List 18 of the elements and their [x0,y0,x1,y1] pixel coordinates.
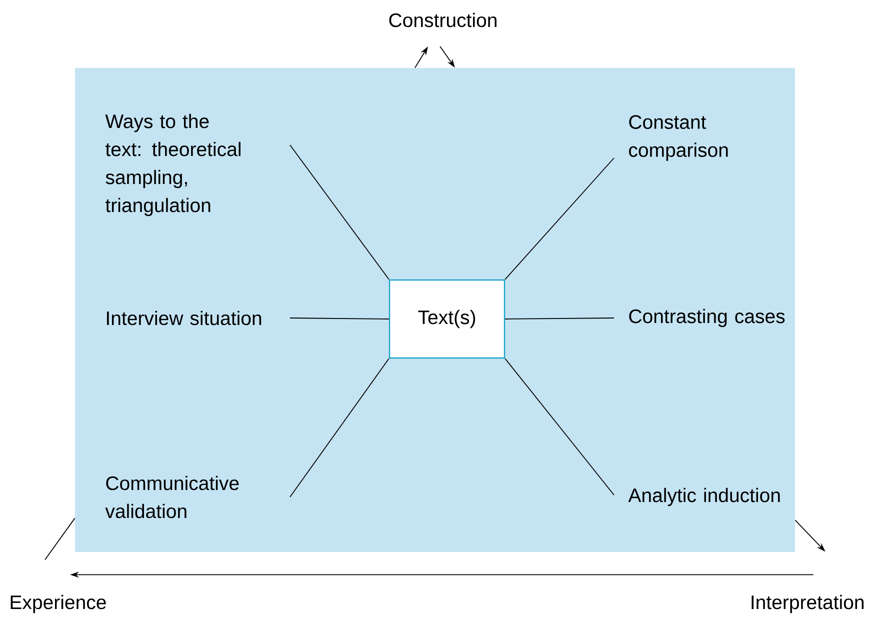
panel-background [75,68,795,552]
connector-line [504,158,614,280]
label-text: Construction [389,12,496,28]
connector-line [290,144,390,280]
label-text: Ways to the text: theoretical sampling, triangulation [105,114,240,216]
connector-line [290,318,390,320]
label-text: Interview situation [107,310,262,326]
label-text: Constant comparison [629,115,728,161]
connector-line [44,518,76,560]
label-text: Interpretation [752,594,864,614]
connector-line [290,358,390,498]
label-text: Experience [10,594,106,614]
connector-line [504,318,614,320]
label-text: Communicative validation [105,476,239,518]
center-box: Text(s) [388,279,506,359]
label-text: Analytic induction [628,488,780,506]
connector-line [504,358,614,496]
label-text: Contrasting cases [629,308,785,328]
